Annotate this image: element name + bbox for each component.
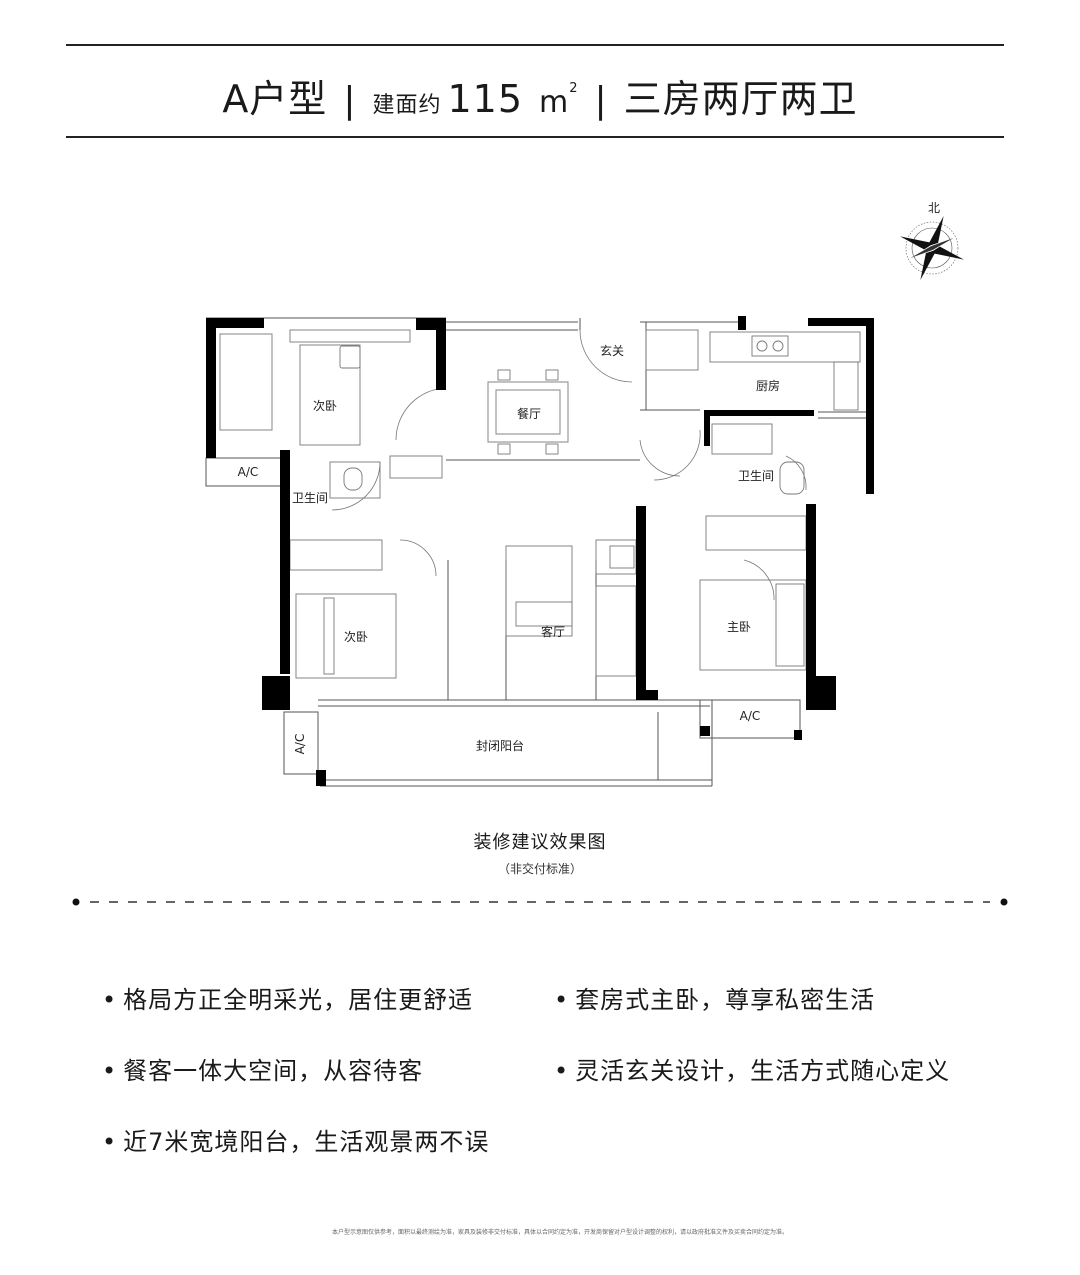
floor-plan: 北 [205, 201, 964, 787]
compass-icon [900, 216, 964, 280]
title-bottom-rule [66, 136, 1004, 138]
page-title: A户型 | 建面约 115 m2 | 三房两厅两卫 [0, 68, 1080, 121]
room-label-dining: 餐厅 [517, 406, 541, 421]
feature-item: 格局方正全明采光，居住更舒适 [102, 980, 473, 1015]
plan-caption-note: （非交付标准） [497, 862, 582, 876]
ac-label-top: A/C [238, 465, 259, 479]
room-label-bath-right: 卫生间 [738, 469, 774, 483]
dotted-divider [72, 898, 1008, 906]
compass-north-label: 北 [928, 201, 940, 215]
area-value: 115 [447, 77, 523, 121]
area-label: 建面约 [372, 93, 442, 118]
room-label-master: 主卧 [727, 620, 751, 634]
top-rule [66, 44, 1004, 46]
layout-summary: 三房两厅两卫 [623, 77, 858, 121]
ac-label-right: A/C [740, 709, 761, 723]
feature-item: 近7米宽境阳台，生活观景两不误 [102, 1122, 489, 1157]
title-separator: | [594, 80, 608, 121]
plan-caption: 装修建议效果图 [473, 832, 607, 853]
room-label-living: 客厅 [541, 624, 565, 639]
feature-item: 套房式主卧，尊享私密生活 [554, 980, 875, 1015]
title-separator: | [343, 80, 357, 121]
footnote: 本户型示意图仅供参考，面积以最终测绘为准，家具及装修非交付标准，具体以合同约定为… [331, 1229, 788, 1236]
room-label-kitchen: 厨房 [756, 378, 780, 393]
room-label-bedroom-sw: 次卧 [344, 630, 368, 644]
room-label-entry: 玄关 [600, 343, 624, 358]
room-label-balcony: 封闭阳台 [476, 738, 524, 753]
unit-type: A户型 [222, 77, 328, 121]
area-unit: m2 [539, 81, 579, 120]
feature-item: 灵活玄关设计，生活方式随心定义 [554, 1051, 950, 1086]
ac-label-left: A/C [293, 734, 307, 755]
feature-item: 餐客一体大空间，从容待客 [102, 1051, 423, 1086]
room-label-bedroom-nw: 次卧 [313, 399, 337, 413]
room-label-bath-left: 卫生间 [292, 491, 328, 505]
